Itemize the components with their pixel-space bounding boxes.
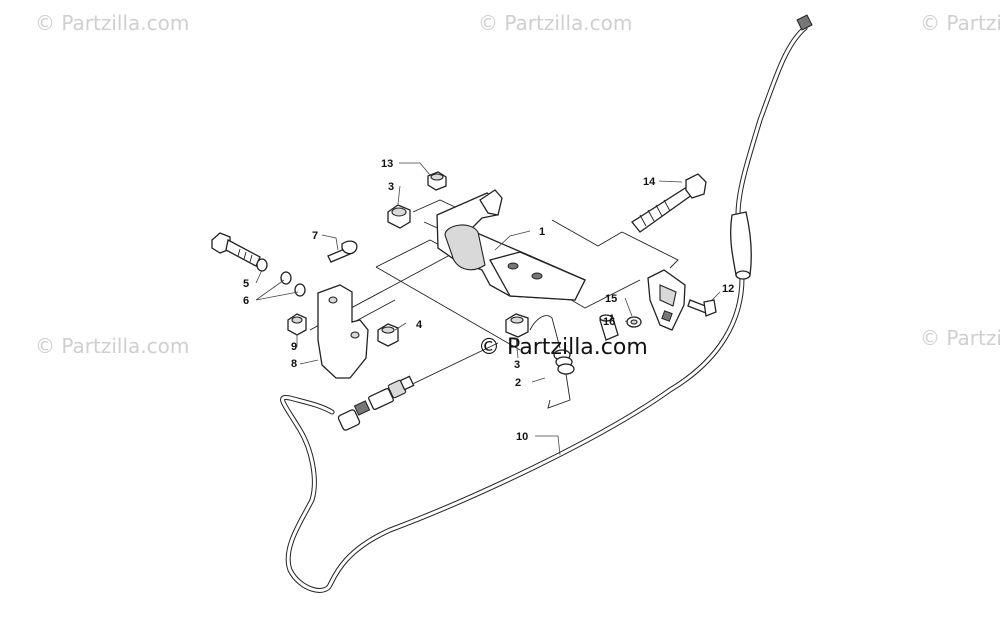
nut-9 xyxy=(287,313,307,336)
washer-15 xyxy=(626,316,642,328)
callout-15: 15 xyxy=(605,293,617,305)
callout-4: 4 xyxy=(416,319,423,331)
callout-12: 12 xyxy=(722,283,734,295)
watermark-mid-left: © Partzilla.com xyxy=(35,334,189,358)
callout-1: 1 xyxy=(539,226,545,238)
watermark-top-right: © Partzilla.com xyxy=(920,11,1000,35)
callout-6: 6 xyxy=(243,295,249,307)
spacer-16 xyxy=(599,314,619,341)
washers-6 xyxy=(280,271,306,297)
callout-16: 16 xyxy=(603,316,615,328)
watermark-top-center: © Partzilla.com xyxy=(478,11,632,35)
nut-4 xyxy=(377,323,399,347)
watermark-center: © Partzilla.com xyxy=(478,335,648,360)
callout-8: 8 xyxy=(291,358,297,370)
nut-13 xyxy=(427,171,447,191)
callout-9: 9 xyxy=(291,341,297,353)
bushing-3-lower xyxy=(505,313,529,338)
leader-lines xyxy=(255,162,721,456)
callout-3-lower: 3 xyxy=(514,359,520,371)
callout-14: 14 xyxy=(643,176,656,188)
callout-2: 2 xyxy=(515,377,521,389)
cable-mount-block xyxy=(647,269,686,331)
bolt-12 xyxy=(687,299,717,317)
callout-10: 10 xyxy=(516,431,528,443)
cable-adjuster xyxy=(337,375,415,431)
callout-3-top: 3 xyxy=(388,181,394,193)
assembly-lines xyxy=(309,199,679,391)
spring-2 xyxy=(529,315,575,409)
throttle-cable xyxy=(280,14,813,593)
bolt-14 xyxy=(631,173,707,233)
main-bracket xyxy=(436,189,586,301)
callout-5: 5 xyxy=(243,278,249,290)
callout-13: 13 xyxy=(381,158,393,170)
watermark-mid-right: © Partzilla.com xyxy=(920,326,1000,350)
bolt-5 xyxy=(211,232,268,272)
mount-plate-8 xyxy=(317,284,369,379)
callout-7: 7 xyxy=(312,230,318,242)
watermark-top-left: © Partzilla.com xyxy=(35,11,189,35)
callout-labels: 13 3 1 14 7 5 6 15 16 12 4 9 8 3 2 10 xyxy=(243,158,734,443)
bolt-7 xyxy=(327,240,358,263)
bushing-3-top xyxy=(387,204,411,229)
